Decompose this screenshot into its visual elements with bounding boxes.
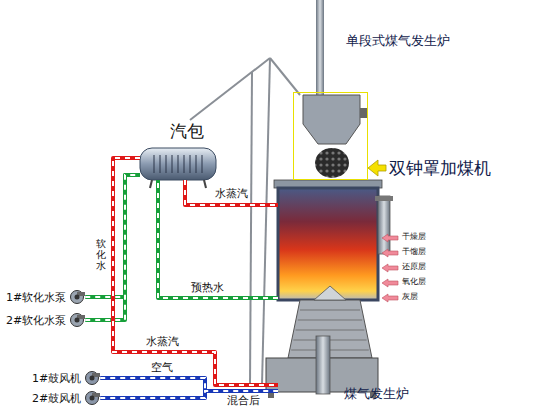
steam-pipe <box>113 158 278 385</box>
steam-drum-node: 汽包 <box>140 148 216 180</box>
pipe-label: 空气 <box>150 362 174 375</box>
blower: 2#鼓风机 <box>32 390 100 406</box>
illustration-part <box>270 58 300 95</box>
illustration-part <box>296 330 365 331</box>
illustration-part <box>166 155 167 173</box>
illustration-part <box>190 155 191 173</box>
layer-arrow <box>382 279 398 287</box>
steam-pipe <box>185 180 278 205</box>
node-label: 汽包 <box>170 120 204 143</box>
text-label: 单段式煤气发生炉 <box>345 34 451 49</box>
drum-tubes <box>154 155 202 173</box>
furnace-body <box>278 188 378 300</box>
pipe-label: 水蒸汽 <box>145 336 180 349</box>
layer-arrow <box>382 234 398 242</box>
layer-arrows <box>382 234 398 302</box>
gasifier-node: 煤气发生炉 <box>278 185 378 395</box>
layer-label: 干馏层 <box>401 247 427 256</box>
fan-icon <box>84 390 100 406</box>
coal-charge <box>315 148 349 178</box>
layer-arrow <box>382 249 398 257</box>
node-label: 1#软化水泵 <box>6 290 66 305</box>
blower: 1#鼓风机 <box>32 370 100 386</box>
pump-icon <box>69 289 85 305</box>
layer-arrow <box>382 294 398 302</box>
layer-arrow <box>382 264 398 272</box>
water-pump: 2#软化水泵 <box>6 312 85 328</box>
illustration-part <box>204 180 206 188</box>
illustration-part <box>154 155 155 173</box>
illustration-part <box>298 320 362 321</box>
pipe-line <box>113 158 278 385</box>
outlet-flange <box>375 196 393 201</box>
layer-label: 干燥层 <box>401 232 427 241</box>
illustration-part <box>160 155 161 173</box>
pipe-line <box>185 180 278 205</box>
illustration-part <box>75 318 80 323</box>
hopper-valve <box>360 108 368 118</box>
node-label: 1#鼓风机 <box>32 371 81 386</box>
illustration-part <box>172 155 173 173</box>
feed-pipe <box>316 0 324 95</box>
layer-label: 氧化层 <box>401 277 427 286</box>
illustration-part <box>75 295 80 300</box>
grate-cone <box>314 286 346 300</box>
pipe-label: 水蒸汽 <box>214 188 249 201</box>
illustration-part <box>150 180 152 188</box>
illustration-part <box>300 310 360 311</box>
layer-label: 灰层 <box>401 292 419 301</box>
illustration-part <box>90 396 95 401</box>
illustration-part <box>184 155 185 173</box>
node-label: 2#软化水泵 <box>6 313 66 328</box>
illustration-part <box>190 58 270 120</box>
fan-icon <box>84 370 100 386</box>
steam-drum <box>140 148 216 180</box>
layer-label: 还原层 <box>401 262 427 271</box>
node-label: 煤气发生炉 <box>344 385 409 403</box>
pipe-label: 软化水 <box>95 238 107 271</box>
pipe-dash <box>113 158 278 385</box>
illustration-part <box>90 376 95 381</box>
pipe-label: 预热水 <box>190 282 225 295</box>
pipe-dash <box>185 180 278 205</box>
pump-icon <box>69 312 85 328</box>
pipe-dash <box>158 180 278 298</box>
pointer-arrow <box>368 160 386 176</box>
coal-hopper <box>303 95 360 144</box>
gas-outlet <box>378 196 390 254</box>
blast-pipe <box>316 336 330 394</box>
text-label: 混合后 <box>226 395 261 408</box>
illustration-part <box>178 155 179 173</box>
water-pipe <box>158 180 278 298</box>
water-pump: 1#软化水泵 <box>6 289 85 305</box>
node-label: 双钟罩加煤机 <box>389 157 491 180</box>
feeder-box: 双钟罩加煤机 <box>293 92 368 180</box>
illustration-part <box>250 72 252 385</box>
illustration-part <box>262 58 270 385</box>
illustration-part <box>202 155 203 173</box>
node-label: 2#鼓风机 <box>32 391 81 406</box>
pipe-line <box>158 180 278 298</box>
illustration-part <box>196 155 197 173</box>
